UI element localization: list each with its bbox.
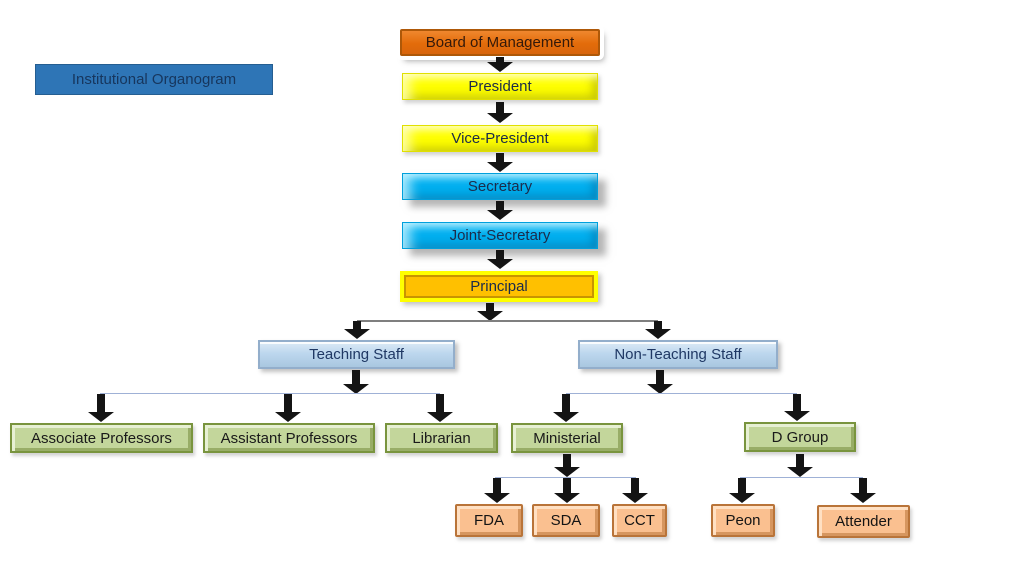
title-label: Institutional Organogram: [35, 64, 273, 95]
node-librarian: Librarian: [385, 423, 498, 453]
down-arrow: [645, 321, 671, 339]
node-assistant-professors: Assistant Professors: [203, 423, 375, 453]
down-arrow: [484, 478, 510, 503]
down-arrow: [487, 102, 513, 123]
down-arrow: [554, 478, 580, 503]
node-joint-secretary: Joint-Secretary: [402, 222, 598, 249]
node-sda: SDA: [532, 504, 600, 537]
down-arrow: [554, 454, 580, 477]
node-associate-professors: Associate Professors: [10, 423, 193, 453]
down-arrow: [344, 321, 370, 339]
node-president: President: [402, 73, 598, 100]
down-arrow: [427, 394, 453, 422]
node-d-group: D Group: [744, 422, 856, 452]
connector-line: [566, 393, 797, 394]
node-attender: Attender: [817, 505, 910, 538]
down-arrow: [622, 478, 648, 503]
down-arrow: [647, 370, 673, 394]
down-arrow: [729, 478, 755, 503]
node-non-teaching-staff: Non-Teaching Staff: [578, 340, 778, 369]
down-arrow: [850, 478, 876, 503]
down-arrow: [784, 394, 810, 421]
connector-line: [100, 393, 440, 394]
node-peon: Peon: [711, 504, 775, 537]
down-arrow: [487, 153, 513, 172]
down-arrow: [787, 454, 813, 477]
connector-line: [495, 477, 636, 478]
node-principal: Principal: [400, 271, 598, 302]
node-ministerial: Ministerial: [511, 423, 623, 453]
node-cct: CCT: [612, 504, 667, 537]
down-arrow: [487, 201, 513, 220]
node-teaching-staff: Teaching Staff: [258, 340, 455, 369]
node-vice-president: Vice-President: [402, 125, 598, 152]
down-arrow: [487, 250, 513, 269]
down-arrow: [487, 57, 513, 72]
down-arrow: [275, 394, 301, 422]
node-fda: FDA: [455, 504, 523, 537]
down-arrow: [88, 394, 114, 422]
connector-line: [357, 320, 658, 322]
down-arrow: [477, 303, 503, 321]
down-arrow: [553, 394, 579, 422]
down-arrow: [343, 370, 369, 394]
node-secretary: Secretary: [402, 173, 598, 200]
node-board-of-management: Board of Management: [400, 29, 600, 56]
connector-line: [740, 477, 863, 478]
